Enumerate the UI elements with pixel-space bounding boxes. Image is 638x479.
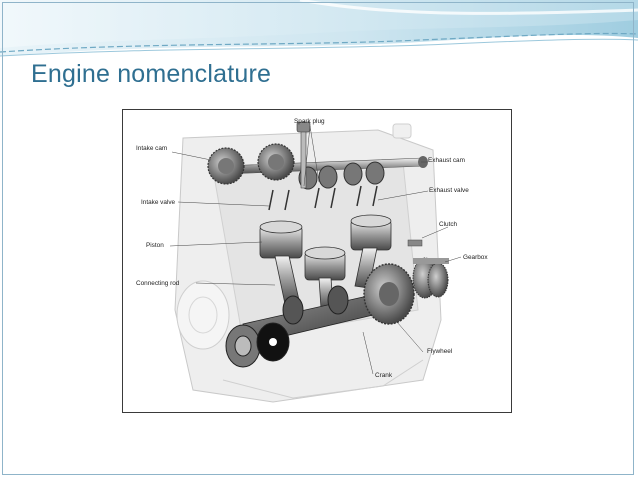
slide-border <box>2 2 634 475</box>
crank-pulleys <box>225 322 290 368</box>
clutch-gearbox <box>407 239 449 299</box>
label-exhaust-valve: Exhaust valve <box>429 187 469 194</box>
valves <box>268 185 378 211</box>
label-connecting-rod: Connecting rod <box>136 280 180 287</box>
flywheel <box>363 263 415 325</box>
header-wave-decoration <box>0 0 638 57</box>
exhaust-cam-gear <box>257 143 295 181</box>
label-crank: Crank <box>375 372 393 379</box>
slide-title: Engine nomenclature <box>31 60 272 88</box>
label-piston: Piston <box>146 242 164 249</box>
intake-cam-gear <box>207 147 245 185</box>
label-exhaust-cam: Exhaust cam <box>428 157 465 164</box>
label-spark-plug: Spark plug <box>294 118 325 125</box>
connecting-rods <box>274 247 378 309</box>
label-gearbox: Gearbox <box>463 254 488 261</box>
engine-diagram: Spark plug Intake cam Exhaust cam Intake… <box>122 109 512 413</box>
spark-plug <box>296 121 311 189</box>
label-intake-valve: Intake valve <box>141 199 176 206</box>
pistons <box>259 214 392 281</box>
label-flywheel: Flywheel <box>427 348 452 355</box>
label-clutch: Clutch <box>439 221 458 228</box>
engine-illustration: Spark plug Intake cam Exhaust cam Intake… <box>136 118 488 403</box>
label-intake-cam: Intake cam <box>136 145 167 152</box>
leader-lines <box>169 125 462 375</box>
